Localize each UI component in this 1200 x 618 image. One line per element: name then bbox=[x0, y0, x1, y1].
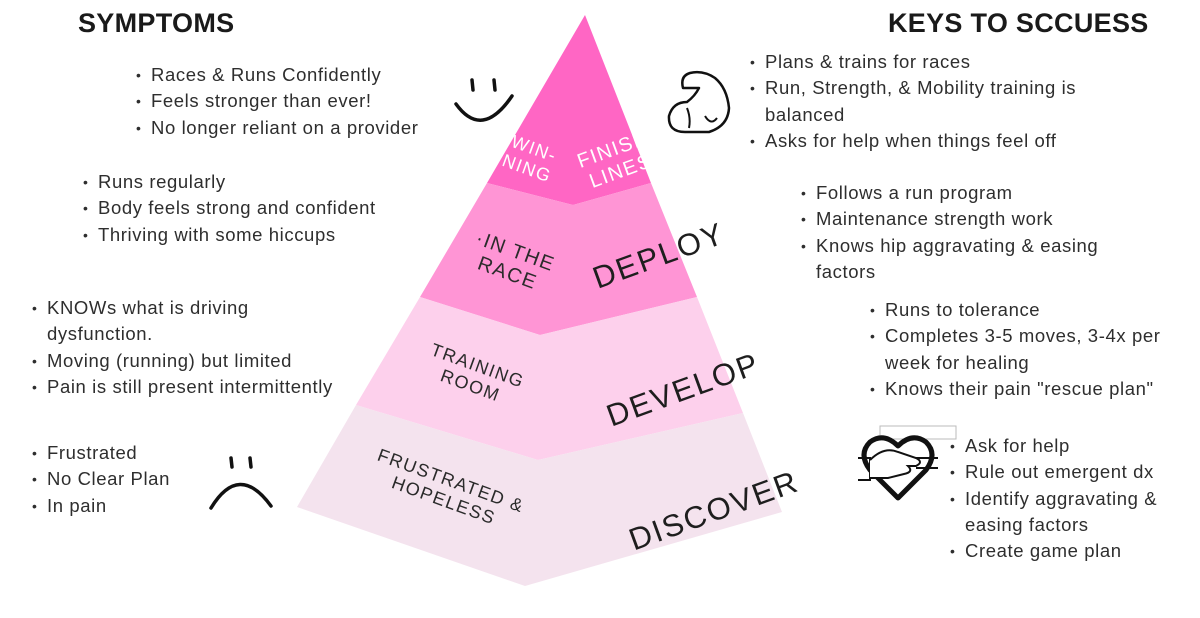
list-item: factors bbox=[816, 260, 876, 282]
symptoms-title: SYMPTOMS bbox=[78, 8, 235, 38]
list-item: Feels stronger than ever! bbox=[136, 88, 418, 115]
list-item: Create game plan bbox=[950, 538, 1157, 565]
keys-title: KEYS TO SCCUESS bbox=[888, 8, 1149, 38]
list-item: Ask for help bbox=[950, 433, 1157, 460]
tier-develop bbox=[356, 297, 743, 460]
list-item: Completes 3-5 moves, 3-4x per bbox=[870, 323, 1160, 350]
heart-handshake-icon bbox=[858, 425, 957, 501]
list-item: Runs to tolerance bbox=[870, 297, 1160, 324]
frowning-face-icon bbox=[209, 456, 273, 510]
symptoms-list-develop: KNOWs what is driving dysfunction. Movin… bbox=[32, 295, 333, 400]
list-item: Body feels strong and confident bbox=[83, 195, 376, 222]
list-item: KNOWs what is driving bbox=[32, 295, 333, 322]
symptoms-list-discover: Frustrated No Clear Plan In pain bbox=[32, 440, 170, 519]
list-item: Frustrated bbox=[32, 440, 170, 467]
list-item: Rule out emergent dx bbox=[950, 459, 1157, 486]
list-item: Knows their pain "rescue plan" bbox=[870, 376, 1160, 403]
keys-list-discover: Ask for help Rule out emergent dx Identi… bbox=[950, 433, 1157, 565]
list-item: No Clear Plan bbox=[32, 466, 170, 493]
tier-deploy bbox=[420, 183, 697, 335]
list-item: Follows a run program bbox=[801, 180, 1098, 207]
keys-list-deploy: Follows a run program Maintenance streng… bbox=[801, 180, 1098, 285]
list-item: Thriving with some hiccups bbox=[83, 222, 376, 249]
list-item: In pain bbox=[32, 493, 170, 520]
list-item: Maintenance strength work bbox=[801, 206, 1098, 233]
symptoms-list-deploy: Runs regularly Body feels strong and con… bbox=[83, 169, 376, 248]
list-item: Run, Strength, & Mobility training is bbox=[750, 75, 1076, 102]
list-item: Moving (running) but limited bbox=[32, 348, 333, 375]
smiley-face-icon bbox=[454, 78, 514, 122]
list-item: No longer reliant on a provider bbox=[136, 115, 418, 142]
list-item: balanced bbox=[765, 103, 845, 125]
list-item: easing factors bbox=[965, 513, 1089, 535]
tier-winning bbox=[487, 15, 651, 205]
keys-list-winning: Plans & trains for races Run, Strength, … bbox=[750, 49, 1076, 154]
symptoms-list-winning: Races & Runs Confidently Feels stronger … bbox=[136, 62, 418, 141]
list-item: Runs regularly bbox=[83, 169, 376, 196]
list-item: dysfunction. bbox=[47, 323, 153, 345]
keys-list-develop: Runs to tolerance Completes 3-5 moves, 3… bbox=[870, 297, 1160, 402]
list-item: Asks for help when things feel off bbox=[750, 128, 1076, 155]
list-item: Plans & trains for races bbox=[750, 49, 1076, 76]
list-item: Knows hip aggravating & easing bbox=[801, 233, 1098, 260]
tier-discover bbox=[297, 405, 782, 586]
flexed-bicep-icon bbox=[667, 70, 731, 134]
list-item: week for healing bbox=[885, 351, 1030, 373]
list-item: Identify aggravating & bbox=[950, 486, 1157, 513]
list-item: Pain is still present intermittently bbox=[32, 374, 333, 401]
list-item: Races & Runs Confidently bbox=[136, 62, 418, 89]
